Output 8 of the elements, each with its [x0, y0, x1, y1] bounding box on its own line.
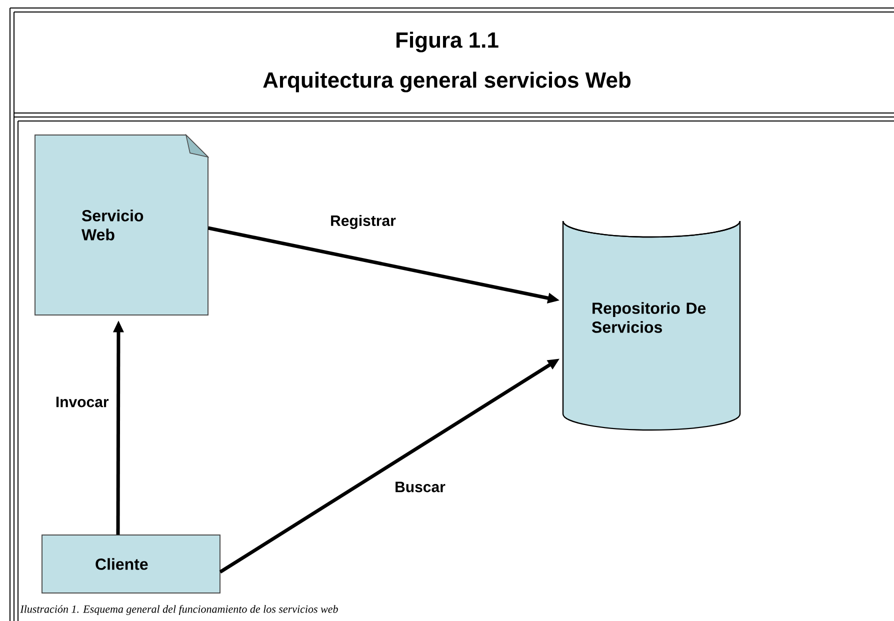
edge-label: Registrar: [331, 214, 396, 230]
edge-label: Invocar: [56, 396, 109, 408]
figure-subtitle: Arquitectura general servicios Web: [263, 72, 630, 92]
figure-title: Figura 1.1: [396, 32, 498, 52]
process-box: Cliente: [42, 534, 220, 594]
database-cylinder: Repositorio De Servicios: [562, 220, 741, 431]
edge-label: Buscar: [396, 482, 446, 492]
figure-caption: Ilustración 1. Esquema general del funcionamiento de los servicios web: [20, 604, 338, 616]
